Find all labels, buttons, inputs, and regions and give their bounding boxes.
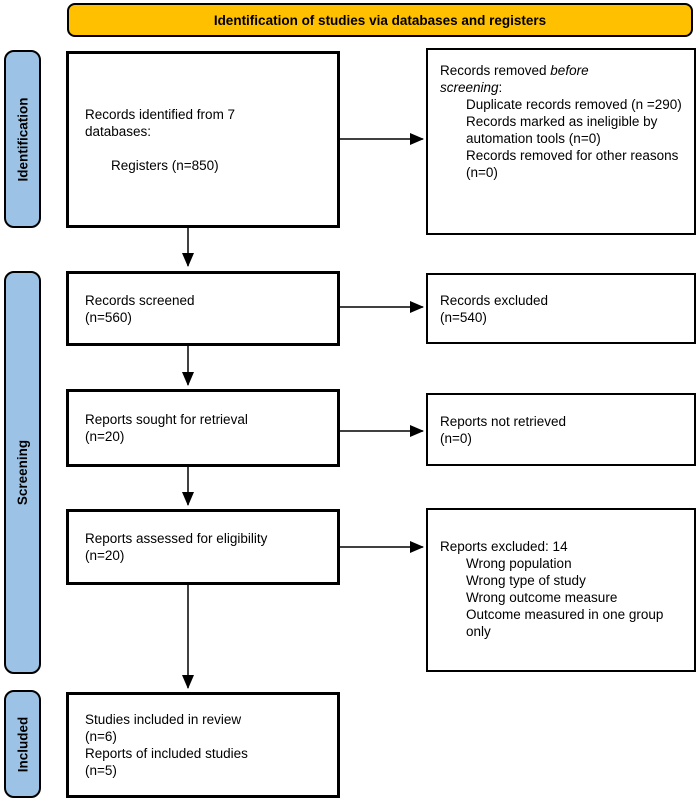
stage-label-identification: Identification (4, 50, 41, 228)
box-records-removed-before-screening: Records removed before screening: Duplic… (426, 48, 696, 235)
reports-not-retrieved-line-1: Reports not retrieved (440, 413, 567, 429)
records-removed-item-other: Records removed for other reasons (n=0) (466, 148, 679, 180)
reports-assessed-count: (n=20) (85, 548, 125, 563)
box-reports-excluded: Reports excluded: 14 Wrong population Wr… (426, 508, 696, 672)
records-removed-item-automation: Records marked as ineligible by automati… (466, 114, 658, 146)
studies-included-count: (n=6) (85, 729, 117, 744)
reports-assessed-line-1: Reports assessed for eligibility (85, 531, 268, 546)
reports-excluded-item-study-type: Wrong type of study (466, 573, 586, 588)
reports-sought-line-1: Reports sought for retrieval (85, 412, 248, 427)
banner-label: Identification of studies via databases … (213, 12, 547, 28)
box-reports-sought: Reports sought for retrieval (n=20) (66, 389, 340, 467)
stage-identification-text: Identification (15, 97, 30, 181)
stage-included-text: Included (15, 716, 31, 772)
records-removed-title-italic-screening: screening (440, 80, 499, 95)
box-records-screened: Records screened (n=560) (66, 271, 340, 346)
reports-included-line: Reports of included studies (85, 746, 248, 761)
records-excluded-count: (n=540) (440, 309, 487, 325)
records-identified-registers: Registers (n=850) (111, 157, 219, 173)
records-identified-line-2: databases: (85, 123, 152, 139)
reports-included-count: (n=5) (85, 763, 117, 778)
box-records-excluded: Records excluded (n=540) (426, 273, 696, 344)
records-excluded-line-1: Records excluded (440, 292, 549, 308)
stage-label-included: Included (4, 690, 41, 798)
reports-not-retrieved-count: (n=0) (440, 430, 472, 446)
records-screened-count: (n=560) (85, 309, 132, 325)
records-screened-line-1: Records screened (85, 292, 195, 308)
box-records-identified: Records identified from 7 databases: Reg… (66, 51, 340, 228)
reports-excluded-item-population: Wrong population (466, 556, 572, 571)
reports-sought-count: (n=20) (85, 429, 125, 444)
reports-excluded-title: Reports excluded: 14 (440, 539, 568, 554)
banner-identification-of-studies: Identification of studies via databases … (67, 3, 693, 37)
records-removed-title-pre: Records removed (440, 63, 551, 78)
records-removed-title-line-2: screening: (440, 79, 690, 96)
studies-included-line-1: Studies included in review (85, 712, 242, 727)
records-removed-title-colon: : (498, 80, 503, 95)
box-reports-not-retrieved: Reports not retrieved (n=0) (426, 393, 696, 466)
box-reports-assessed: Reports assessed for eligibility (n=20) (66, 509, 340, 585)
records-identified-line-1: Records identified from 7 (85, 106, 236, 122)
stage-screening-text: Screening (15, 439, 30, 506)
reports-excluded-item-one-group: Outcome measured in one group only (466, 607, 664, 639)
records-removed-title-italic-before: before (550, 63, 589, 78)
reports-excluded-item-outcome-measure: Wrong outcome measure (466, 590, 618, 605)
stage-label-screening: Screening (4, 271, 41, 674)
records-removed-title-line-1: Records removed before (440, 62, 690, 79)
records-removed-item-duplicates: Duplicate records removed (n =290) (466, 97, 682, 112)
box-studies-included: Studies included in review (n=6) Reports… (66, 692, 340, 798)
